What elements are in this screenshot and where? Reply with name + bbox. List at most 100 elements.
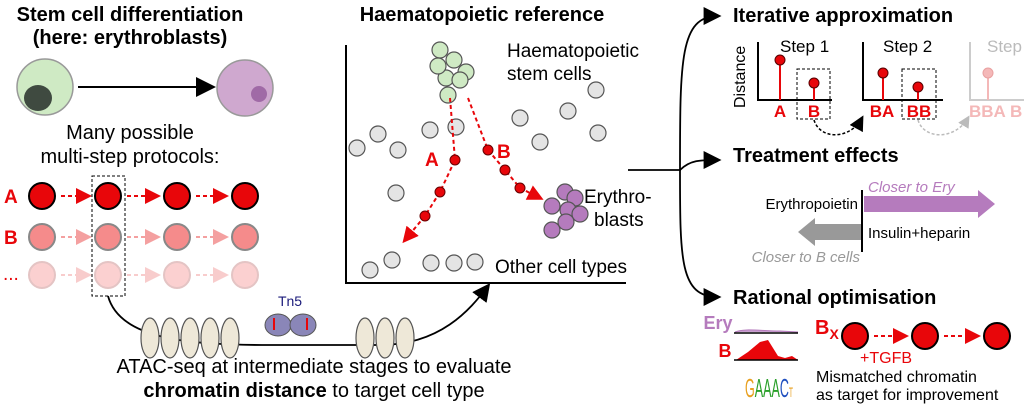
rational-panel: Rational optimisation Ery B GAAACT BX +T… [703, 287, 1011, 404]
other-cell [559, 102, 577, 120]
row-label-more: ... [3, 264, 19, 285]
protocol-stage-0-1 [94, 182, 122, 210]
selected-stage-box [91, 175, 126, 297]
iterative-title: Iterative approximation [733, 5, 953, 27]
protocol-stage-1-2 [163, 223, 191, 251]
erythroblast-icon [216, 59, 274, 117]
atac-arrow [107, 283, 491, 346]
other-cell [369, 125, 387, 143]
optimised-stage [911, 322, 939, 350]
iterative-panel: Iterative approximation Distance Step 1 … [732, 5, 1024, 136]
sequence-motif-logo: GAAACT [745, 373, 793, 403]
step2-axes [862, 42, 943, 101]
ery-track [734, 329, 799, 333]
nucleosome [140, 317, 160, 359]
erythroblast-cluster [543, 183, 589, 239]
nucleosome [220, 317, 240, 359]
optimised-protocol [841, 322, 1011, 350]
nucleosome [160, 317, 180, 359]
protocol-rows [28, 182, 259, 289]
tgfb-label: +TGFB [860, 350, 912, 367]
rational-title: Rational optimisation [733, 287, 936, 309]
other-cell [383, 251, 401, 269]
other-label: Other cell types [495, 257, 627, 278]
erythroblast-cell [557, 213, 575, 231]
other-cell [466, 253, 484, 271]
other-cell [348, 139, 366, 157]
other-cell [421, 121, 439, 139]
atac-line2: chromatin distance to target cell type [143, 380, 484, 402]
stem-cell [429, 57, 447, 75]
other-cell [422, 254, 440, 272]
erythroblast-cell [543, 197, 561, 215]
branch-arrows [628, 7, 722, 306]
step2-label-bb: BB [907, 102, 932, 121]
ery-label-1: Erythro- [584, 187, 652, 208]
optimised-stage [983, 322, 1011, 350]
stem-cell [451, 71, 469, 89]
protocols-line1: Many possible [66, 122, 194, 144]
other-cells [348, 81, 607, 279]
step1-label-b: B [808, 102, 820, 121]
stem-cell-icon [16, 58, 74, 116]
closer-to-b-arrow [798, 218, 862, 246]
closer-to-b-label: Closer to B cells [752, 249, 861, 266]
nucleosome [395, 317, 415, 359]
protocol-stage-1-3 [231, 223, 259, 251]
closer-to-ery-label: Closer to Ery [868, 179, 956, 196]
b-track-label: B [719, 341, 732, 361]
protocol-stage-2-1 [94, 261, 122, 289]
protocol-stage-1-0 [28, 223, 56, 251]
nucleosome [355, 317, 375, 359]
path-a-label: A [425, 150, 439, 171]
hsc-label-2: stem cells [507, 64, 591, 85]
left-title: Stem cell differentiation [17, 4, 244, 26]
erythroblast-cell [543, 221, 561, 239]
erythroblast-cell [571, 205, 589, 223]
path-points [419, 144, 526, 222]
nucleosome [180, 317, 200, 359]
left-subtitle: (here: erythroblasts) [33, 27, 228, 49]
nucleosome [200, 317, 220, 359]
step1-axes [757, 42, 832, 101]
hsc-label-1: Haematopoietic [507, 41, 639, 62]
other-cell [587, 81, 605, 99]
stem-cell [439, 86, 457, 104]
protocol-stage-2-2 [163, 261, 191, 289]
mismatch-note-2: as target for improvement [816, 387, 999, 404]
step2-best-box [901, 68, 937, 120]
step3-axes [969, 42, 1024, 101]
other-cell [531, 133, 549, 151]
reference-axes [345, 45, 626, 284]
step2-to-step3-arrow [917, 115, 970, 136]
treatment-panel: Treatment effects Closer to Ery Erythrop… [733, 145, 995, 266]
stem-cell [431, 41, 449, 59]
optimised-stage [841, 322, 869, 350]
b-track [736, 340, 798, 360]
step1-best-box [796, 68, 831, 120]
distance-points [774, 54, 994, 93]
left-panel: Stem cell differentiation (here: erythro… [3, 4, 512, 402]
erythropoietin-label: Erythropoietin [765, 196, 858, 213]
ery-label-2: blasts [594, 210, 644, 231]
atac-line1: ATAC-seq at intermediate stages to evalu… [116, 356, 511, 378]
stem-cell-cluster [429, 41, 475, 104]
protocols-line2: multi-step protocols: [41, 146, 220, 168]
protocol-stage-0-0 [28, 182, 56, 210]
protocol-stage-2-3 [231, 261, 259, 289]
middle-panel: Haematopoietic reference A B Haematopoie… [345, 4, 652, 284]
other-cell [589, 124, 607, 142]
other-cell [511, 109, 529, 127]
nucleosomes [140, 317, 415, 359]
protocol-stage-1-1 [94, 223, 122, 251]
step3-title: Step [987, 37, 1022, 56]
path-b [467, 97, 544, 200]
ery-track-label: Ery [703, 313, 732, 333]
step3-labels: BBA B [969, 102, 1022, 121]
mismatch-note-1: Mismatched chromatin [816, 369, 977, 386]
bx-label: BX [815, 317, 839, 342]
step1-title: Step 1 [780, 37, 829, 56]
nucleosome [375, 317, 395, 359]
step2-title: Step 2 [883, 37, 932, 56]
